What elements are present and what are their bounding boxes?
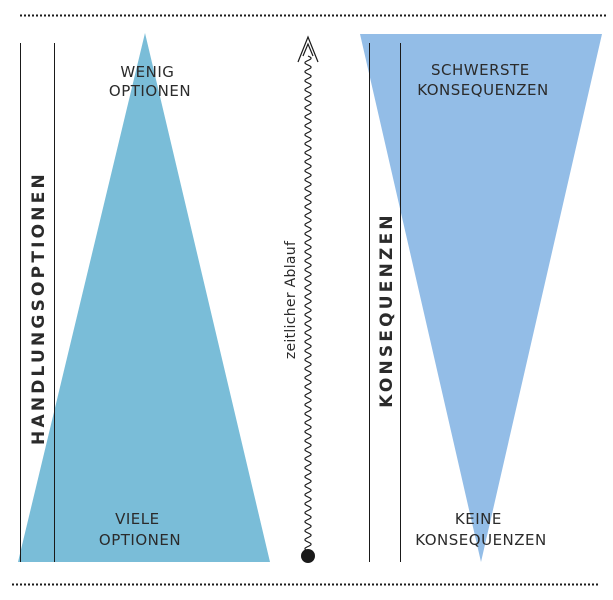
no-consequences-label: KEINE KONSEQUENZEN	[415, 510, 547, 549]
many-options-line-2: OPTIONEN	[99, 531, 181, 549]
consequences-axis-label: KONSEQUENZEN	[377, 212, 397, 408]
few-options-line-2: OPTIONEN	[109, 82, 191, 100]
few-options-line-1: WENIG	[120, 63, 174, 81]
consequences-triangle	[360, 34, 602, 562]
no-consequences-line-1: KEINE	[455, 510, 502, 528]
severe-consequences-line-2: KONSEQUENZEN	[417, 81, 549, 99]
many-options-label: VIELE OPTIONEN	[99, 510, 181, 549]
no-consequences-line-2: KONSEQUENZEN	[415, 531, 547, 549]
many-options-line-1: VIELE	[115, 510, 160, 528]
severe-consequences-line-1: SCHWERSTE	[431, 61, 530, 79]
options-triangle	[18, 33, 270, 562]
severe-consequences-label: SCHWERSTE KONSEQUENZEN	[417, 61, 549, 99]
time-axis-label: zeitlicher Ablauf	[283, 240, 299, 359]
few-options-label: WENIG OPTIONEN	[109, 63, 191, 100]
time-arrow-head	[297, 35, 319, 63]
options-axis-label: HANDLUNGSOPTIONEN	[29, 171, 49, 445]
time-wavy-line	[304, 55, 312, 551]
time-start-dot	[301, 549, 315, 563]
